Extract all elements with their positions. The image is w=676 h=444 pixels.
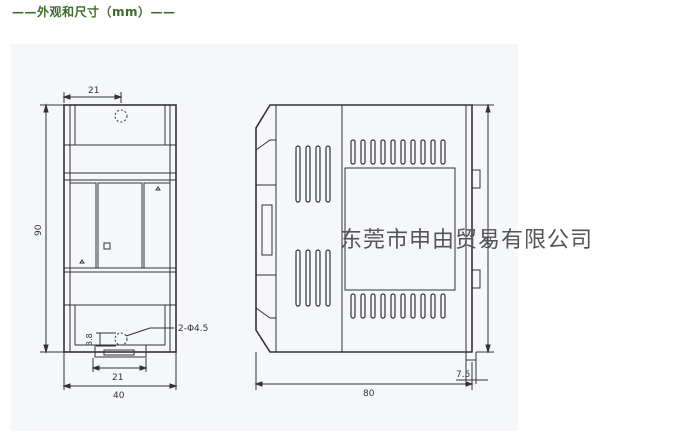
company-watermark: 东莞市申由贸易有限公司: [340, 228, 594, 253]
dim-side-height: 90: [481, 236, 492, 249]
dim-hole-spacing: 3.8: [85, 333, 94, 346]
dim-front-bottom-width: 21: [112, 373, 123, 383]
dim-front-total-width: 40: [113, 391, 125, 401]
dim-front-top-width: 21: [88, 86, 99, 96]
front-view: [40, 92, 178, 390]
dim-side-rail-offset: 7.5: [456, 370, 470, 380]
dim-front-height: 90: [34, 224, 44, 236]
vent-slots-upper: [295, 139, 446, 203]
side-view: [254, 103, 494, 390]
dim-hole-callout: 2-Φ4.5: [178, 324, 208, 334]
vent-slots-lower: [295, 249, 446, 319]
section-heading: ——外观和尺寸（mm）——: [12, 5, 176, 19]
dim-side-depth: 80: [363, 389, 375, 399]
